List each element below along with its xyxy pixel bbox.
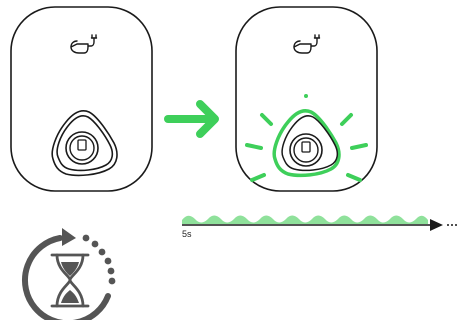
arrow-right-icon — [168, 104, 215, 134]
hourglass-icon — [25, 228, 115, 320]
circular-progress-icon — [25, 238, 108, 320]
timeline-wave — [182, 216, 428, 225]
timeline-label: 5s — [182, 230, 192, 239]
charger-idle — [11, 7, 152, 191]
timeline-arrowhead — [430, 219, 443, 231]
charger-active — [236, 7, 377, 191]
timeline — [182, 216, 457, 232]
